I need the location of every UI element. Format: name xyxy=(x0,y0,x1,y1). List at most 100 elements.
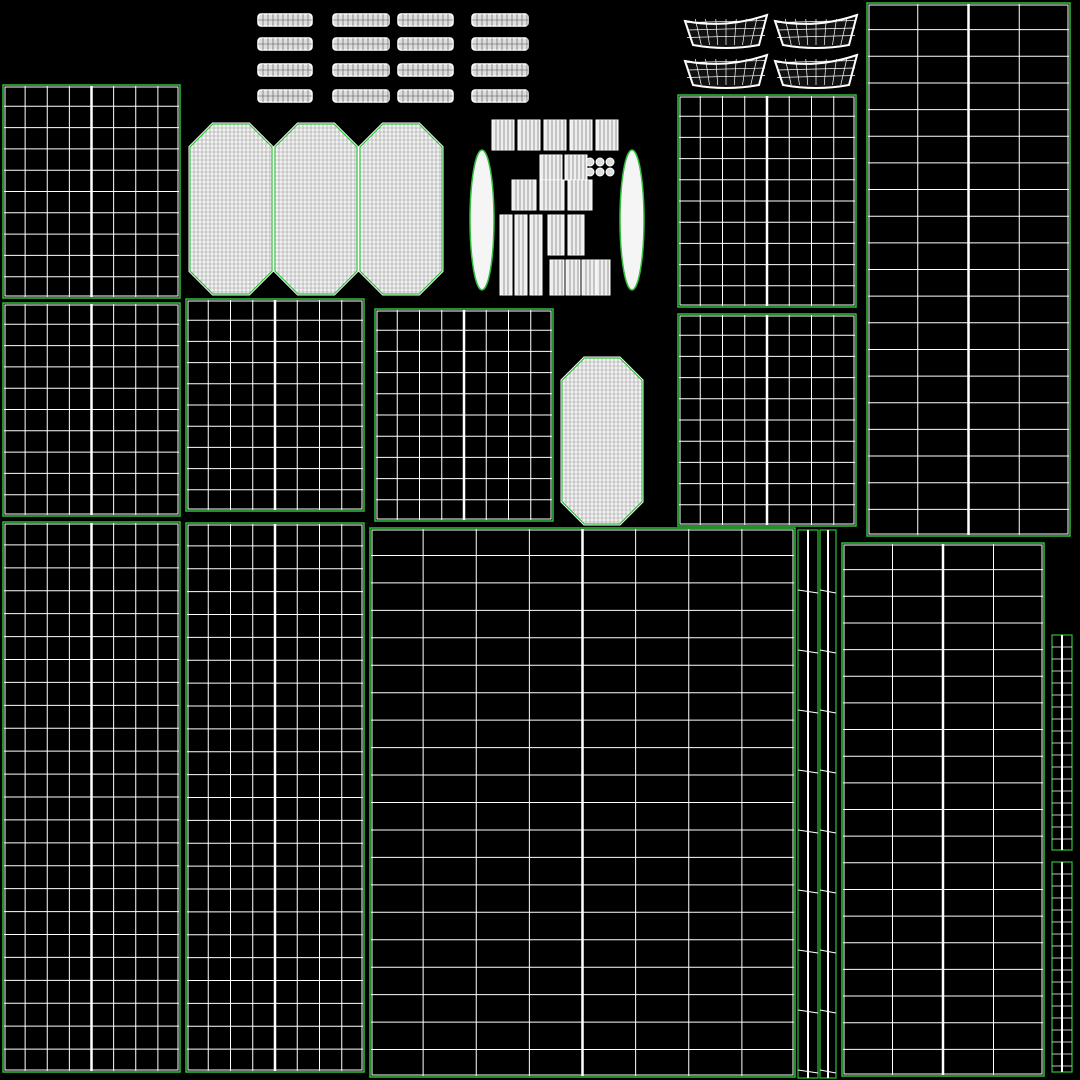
panel-inner-border xyxy=(679,96,855,306)
grid-panel xyxy=(369,527,796,1078)
patch-line xyxy=(750,18,758,46)
vstrip-tick xyxy=(797,709,819,714)
patch-line xyxy=(750,58,758,86)
panel-inner-border xyxy=(843,544,1043,1075)
patch-line xyxy=(742,58,747,86)
strip-island xyxy=(257,13,313,27)
vstrip-tick xyxy=(819,949,837,954)
part-dot xyxy=(585,157,595,167)
capsule-border xyxy=(359,123,443,295)
patch-line xyxy=(823,18,827,46)
panel-border xyxy=(369,527,796,1078)
vstrip-tick xyxy=(819,1009,837,1014)
part-piece xyxy=(549,259,565,296)
part-dot xyxy=(605,167,615,177)
grid-panel xyxy=(2,302,181,517)
part-piece xyxy=(595,119,619,151)
patch-line xyxy=(840,58,848,86)
patch-line xyxy=(686,75,766,78)
capsule-border xyxy=(189,123,273,295)
grid-panel xyxy=(677,313,857,527)
part-piece xyxy=(529,214,543,296)
patch-line xyxy=(776,35,856,38)
panel-border xyxy=(677,313,857,527)
capsule-border xyxy=(561,357,643,525)
curved-patch xyxy=(773,13,859,49)
patch-line xyxy=(776,67,856,71)
strip-island xyxy=(332,89,390,103)
patch-line xyxy=(776,60,856,63)
patch-line xyxy=(795,58,800,86)
strip-island xyxy=(471,63,529,77)
vstrip-tick xyxy=(797,589,819,594)
strip-island xyxy=(332,13,390,27)
vstrip-tick xyxy=(819,709,837,714)
grid-panel xyxy=(866,2,1071,537)
vstrip-tick xyxy=(819,1069,837,1074)
part-dot xyxy=(605,157,615,167)
curved-patch xyxy=(773,53,859,89)
vstrip-tick xyxy=(797,949,819,954)
patch-line xyxy=(805,18,809,46)
patch-line xyxy=(694,58,702,86)
patch-line xyxy=(823,58,827,86)
vstrip-tick xyxy=(819,589,837,594)
strip-island xyxy=(257,63,313,77)
grid-panel xyxy=(185,298,365,512)
panel-border xyxy=(2,84,181,299)
part-piece xyxy=(595,259,611,296)
vstrip-tick xyxy=(797,769,819,774)
vstrip-tick xyxy=(819,889,837,894)
patch-line xyxy=(776,27,856,31)
vstrip-tick xyxy=(797,1069,819,1074)
capsule-border xyxy=(274,123,358,295)
panel-border xyxy=(2,302,181,517)
strip-island xyxy=(332,37,390,51)
grid-panel xyxy=(374,308,554,522)
patch-line xyxy=(832,58,837,86)
strip-island xyxy=(397,63,454,77)
part-dot xyxy=(585,167,595,177)
patch-line xyxy=(686,35,766,38)
capsule-island xyxy=(358,122,444,296)
grid-panel xyxy=(185,522,365,1073)
curved-patch xyxy=(683,13,769,49)
part-piece xyxy=(564,154,588,181)
panel-border xyxy=(374,308,554,522)
part-piece xyxy=(543,119,567,151)
patch-line xyxy=(805,58,809,86)
strip-island xyxy=(471,13,529,27)
capsule-island xyxy=(273,122,359,296)
strip-island xyxy=(257,89,313,103)
panel-border xyxy=(2,521,181,1073)
patch-line xyxy=(705,58,710,86)
grid-panel xyxy=(2,84,181,299)
patch-line xyxy=(784,58,792,86)
vstrip-tick xyxy=(797,829,819,834)
patch-line xyxy=(715,18,719,46)
patch-line xyxy=(686,67,766,71)
vstrip-tick xyxy=(797,649,819,654)
vstrip-tick xyxy=(797,889,819,894)
capsule-island xyxy=(188,122,274,296)
vstrip-tick xyxy=(797,1009,819,1014)
strip-island xyxy=(397,89,454,103)
part-piece xyxy=(491,119,515,151)
vstrip-tick xyxy=(819,829,837,834)
patch-line xyxy=(686,20,766,23)
panel-border xyxy=(866,2,1071,537)
curved-patch xyxy=(683,53,769,89)
strip-island xyxy=(397,37,454,51)
strip-island xyxy=(397,13,454,27)
vertical-strips xyxy=(797,529,1073,1079)
panel-inner-border xyxy=(371,529,794,1076)
part-piece xyxy=(517,119,541,151)
part-piece xyxy=(514,214,528,296)
part-dot xyxy=(595,157,605,167)
patch-line xyxy=(733,58,737,86)
panel-inner-border xyxy=(376,310,552,520)
patch-line xyxy=(715,58,719,86)
part-piece xyxy=(539,154,563,181)
